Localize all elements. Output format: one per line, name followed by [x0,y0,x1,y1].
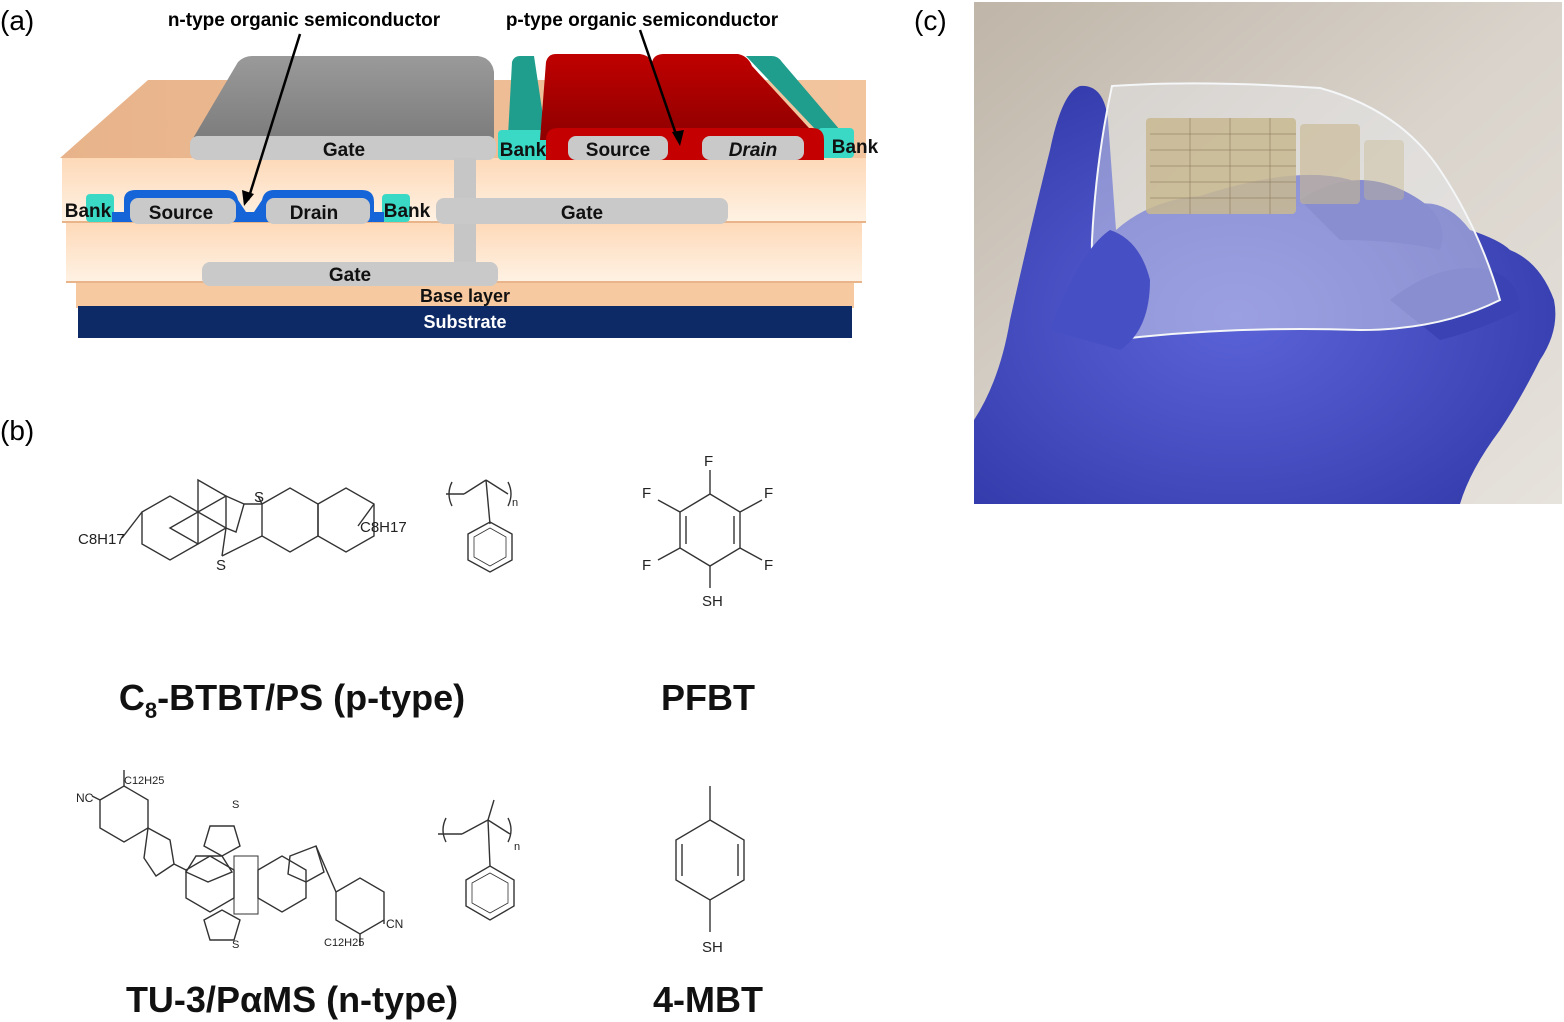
c8h17-right-label: C8H17 [360,519,407,536]
pams-structure [438,799,515,921]
nc-label: NC [76,791,94,805]
4-mbt-structure [675,786,745,932]
n-type-pointer [246,33,302,201]
p-drain-electrode [702,136,804,160]
n-bank-left [86,194,114,222]
panel-a-letter: (a) [0,5,34,36]
cn-label: CN [386,917,403,931]
n-drain-electrode [266,198,370,224]
p-bank-right [818,128,854,158]
panel-b-structures [91,470,763,946]
p-semiconductor-left [540,54,664,140]
glove-finger-lower [1390,268,1520,340]
p-type-label: p-type organic semiconductor [506,10,779,31]
ps-n-label: n [512,497,518,509]
tu3-s-top: S [232,799,239,811]
p-source-label: Source [586,140,650,161]
p-drain-label: Drain [729,140,778,161]
f-atom-left-top: F [642,485,651,502]
glove-thumb [1050,230,1150,350]
p-bank-right-body [746,56,840,130]
middle-gate [436,198,728,224]
mbt-sh-label: SH [702,939,723,956]
bottom-gate [202,262,498,286]
pfbt-structure [657,470,763,588]
bottom-gate-label: Gate [329,265,371,286]
c8btbt-caption-rest: -BTBT/PS (p-type) [157,677,465,718]
n-drain-label: Drain [290,203,339,224]
base-layer-label: Base layer [420,286,510,306]
top-gate-label: Gate [323,140,365,161]
p-source-electrode [568,136,668,160]
f-atom-right-top: F [764,485,773,502]
c8btbt-caption-subscript: 8 [145,698,157,723]
c12h25-bottom-label: C12H25 [324,937,364,949]
pfbt-sh-label: SH [702,593,723,610]
c8btbt-caption-prefix: C [119,677,145,718]
c8btbt-caption: C8-BTBT/PS (p-type) [119,677,465,723]
panel-c-photo [974,2,1562,504]
base-layer [76,282,854,308]
n-type-label: n-type organic semiconductor [168,10,441,31]
substrate-label: Substrate [423,312,506,332]
pams-n-label: n [514,841,520,853]
substrate-layer [78,306,852,338]
n-bank-right [382,194,410,222]
p-bank-left-label: Bank [500,140,547,161]
p-type-pointer [638,29,680,141]
middle-gate-label: Gate [561,203,603,224]
c8-btbt-structure [121,478,375,561]
top-gate-body [192,56,494,140]
n-bank-right-label: Bank [384,201,431,222]
s-atom-bottom: S [216,557,226,574]
panel-b-letter: (b) [0,415,34,446]
p-semiconductor-right [652,54,820,140]
panel-c-letter: (c) [914,5,947,36]
f-atom-top: F [704,453,713,470]
circuit-lines [1150,118,1296,214]
n-bank-left-label: Bank [65,201,112,222]
f-atom-left-bottom: F [642,557,651,574]
p-bank-left [498,130,550,160]
mbt-caption: 4-MBT [653,979,763,1020]
gloved-hand [974,85,1556,504]
polystyrene-structure [446,479,513,573]
p-bank-left-body [508,56,546,136]
n-source-label: Source [149,203,213,224]
c12h25-top-label: C12H25 [124,775,164,787]
pfbt-caption: PFBT [661,677,755,718]
f-atom-right-bottom: F [764,557,773,574]
tu3-caption: TU-3/PαMS (n-type) [126,979,458,1020]
n-source-electrode [130,198,236,224]
tu3-structure [91,770,385,946]
atom-labels: C8H17 C8H17 S S n F F F F F SH NC C12H25… [76,453,773,956]
c8h17-left-label: C8H17 [78,531,125,548]
s-atom-top: S [254,489,264,506]
panel-a-device-diagram: n-type organic semiconductor p-type orga… [60,10,879,338]
p-bank-right-label: Bank [832,137,879,158]
tu3-s-bottom: S [232,939,239,951]
